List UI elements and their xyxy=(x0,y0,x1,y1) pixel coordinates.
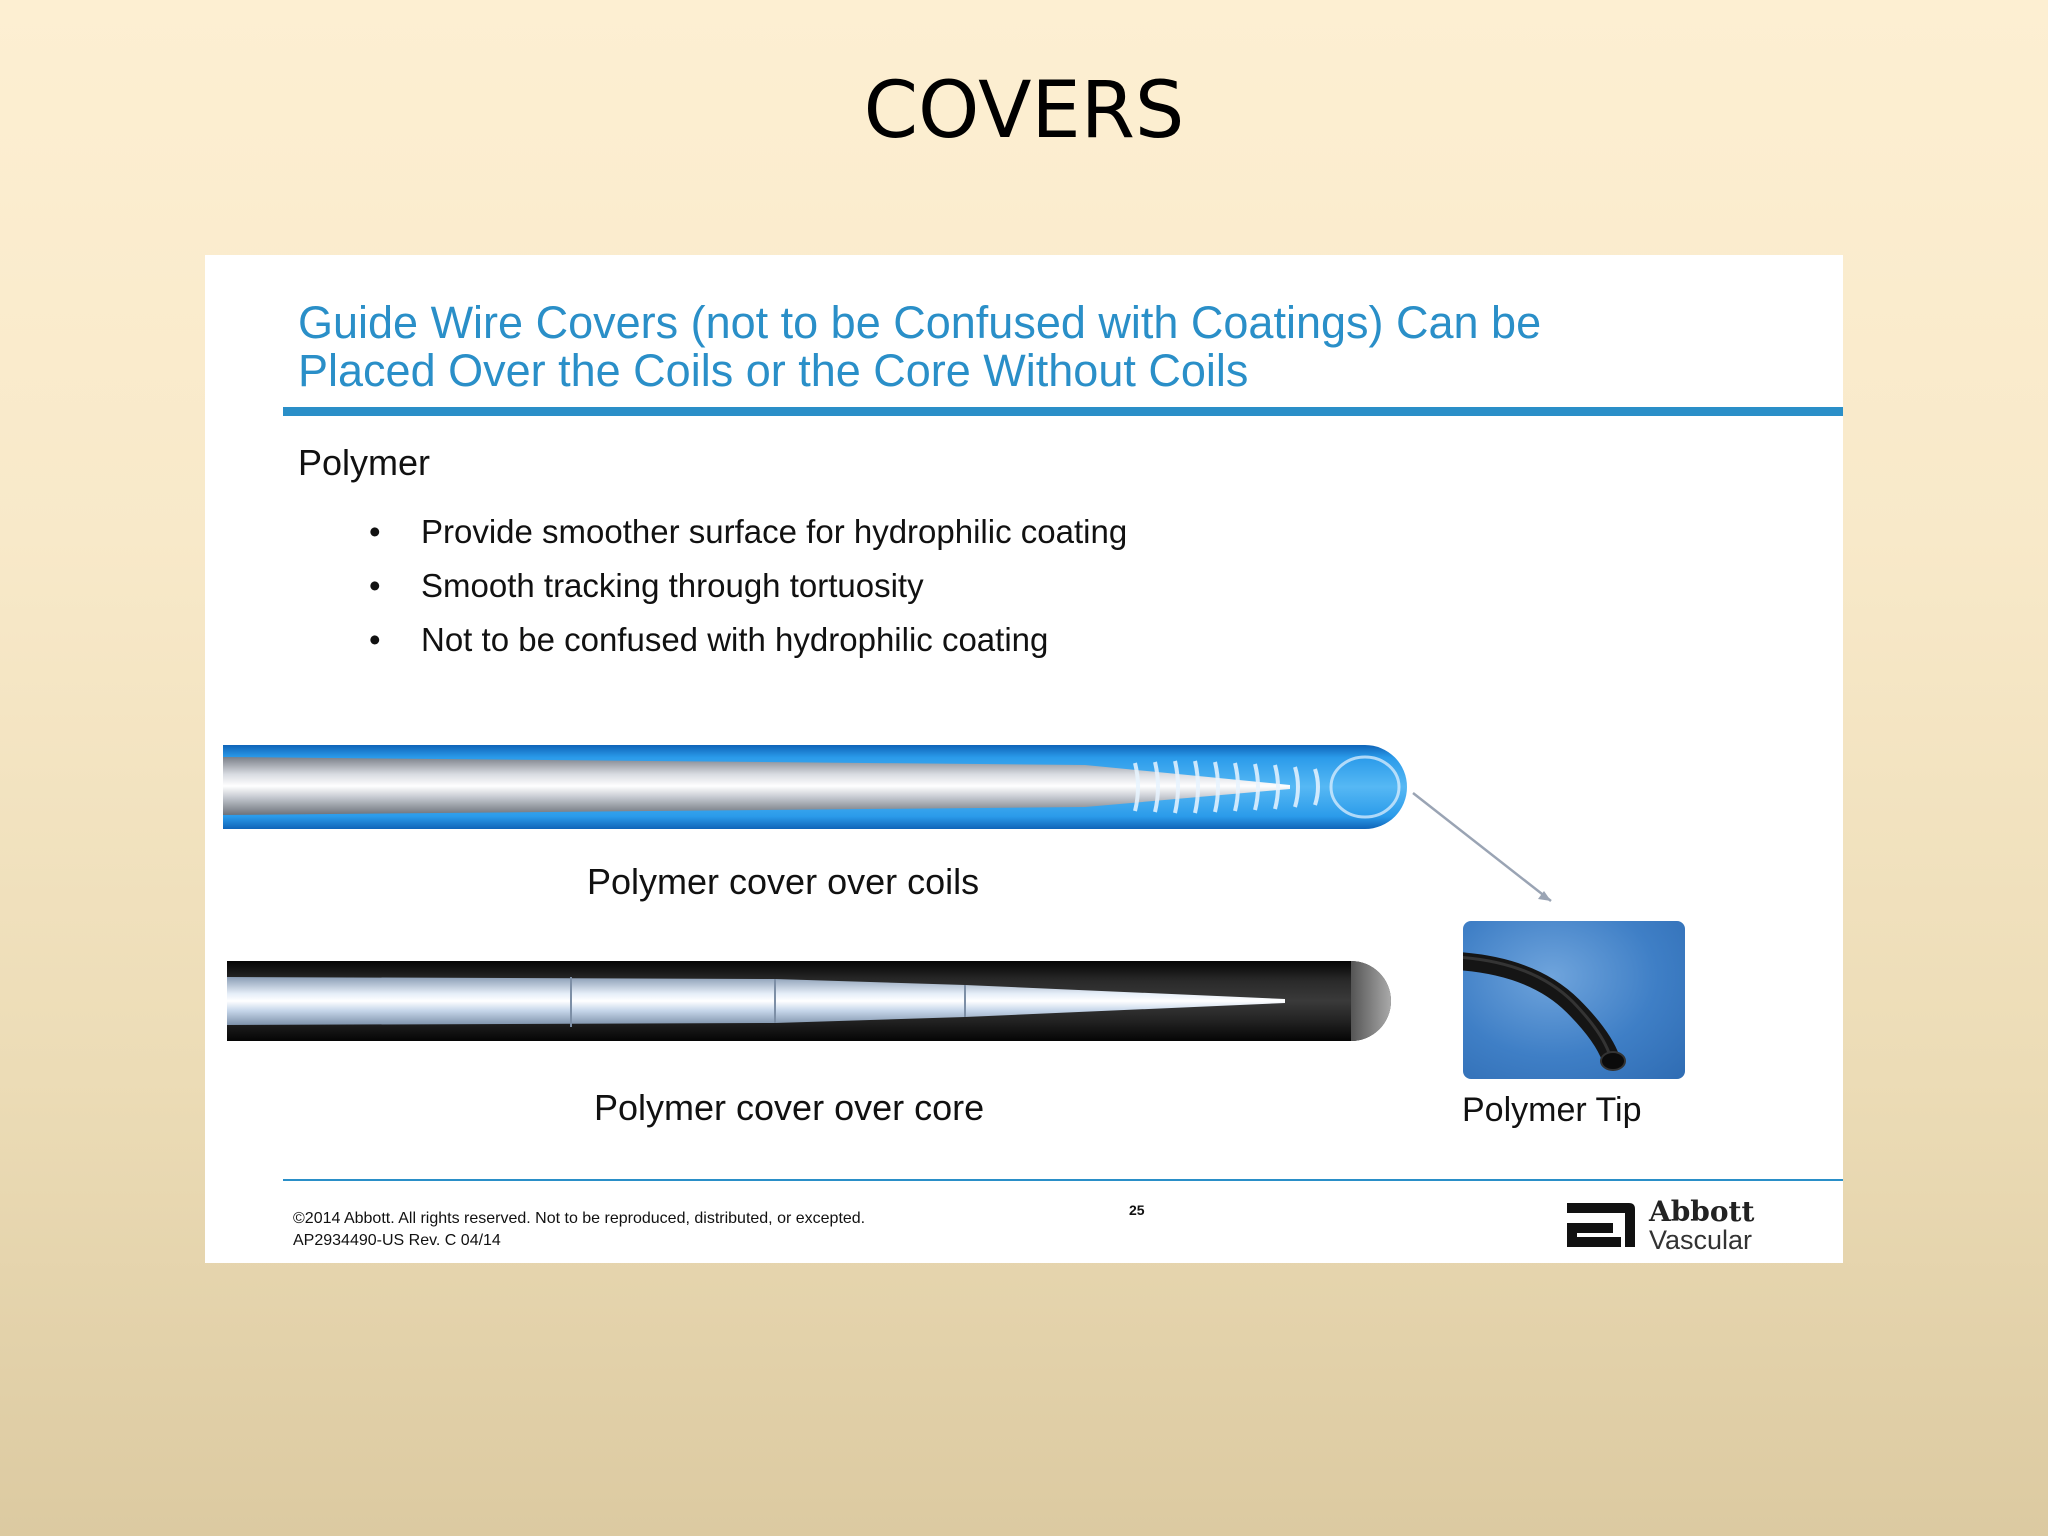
heading-divider xyxy=(283,407,1843,416)
footer-copyright: ©2014 Abbott. All rights reserved. Not t… xyxy=(293,1210,866,1227)
brand-logo: Abbott Vascular xyxy=(1563,1195,1783,1255)
abbott-logo-icon xyxy=(1567,1203,1635,1247)
footer-text: ©2014 Abbott. All rights reserved. Not t… xyxy=(293,1208,865,1252)
guide-wire-illustrations xyxy=(223,745,1552,1041)
footer-doc-code: AP2934490-US Rev. C 04/14 xyxy=(293,1232,501,1249)
bullet-item: Provide smoother surface for hydrophilic… xyxy=(365,505,1127,559)
page-number: 25 xyxy=(1129,1202,1145,1218)
caption-polymer-tip: Polymer Tip xyxy=(1462,1091,1642,1129)
slide-heading-line-1: Guide Wire Covers (not to be Confused wi… xyxy=(298,297,1542,348)
arrow-icon xyxy=(1412,792,1552,902)
slide-heading-line-2: Placed Over the Coils or the Core Withou… xyxy=(298,345,1249,396)
brand-name: Abbott xyxy=(1649,1195,1755,1228)
bullet-item: Smooth tracking through tortuosity xyxy=(365,559,1127,613)
section-label: Polymer xyxy=(298,442,431,483)
footer-divider xyxy=(283,1179,1843,1181)
slide-heading: Guide Wire Covers (not to be Confused wi… xyxy=(298,299,1758,395)
caption-cover-over-core: Polymer cover over core xyxy=(594,1087,985,1128)
page-title: COVERS xyxy=(863,66,1185,156)
embedded-slide: Guide Wire Covers (not to be Confused wi… xyxy=(205,255,1843,1263)
wire-cover-over-core xyxy=(227,961,1391,1041)
bullet-item: Not to be confused with hydrophilic coat… xyxy=(365,613,1127,667)
brand-division: Vascular xyxy=(1649,1225,1753,1255)
polymer-tip-photo xyxy=(1463,921,1685,1079)
bullet-list: Provide smoother surface for hydrophilic… xyxy=(365,505,1127,667)
caption-cover-over-coils: Polymer cover over coils xyxy=(587,861,980,902)
wire-cover-over-coils xyxy=(223,745,1407,829)
